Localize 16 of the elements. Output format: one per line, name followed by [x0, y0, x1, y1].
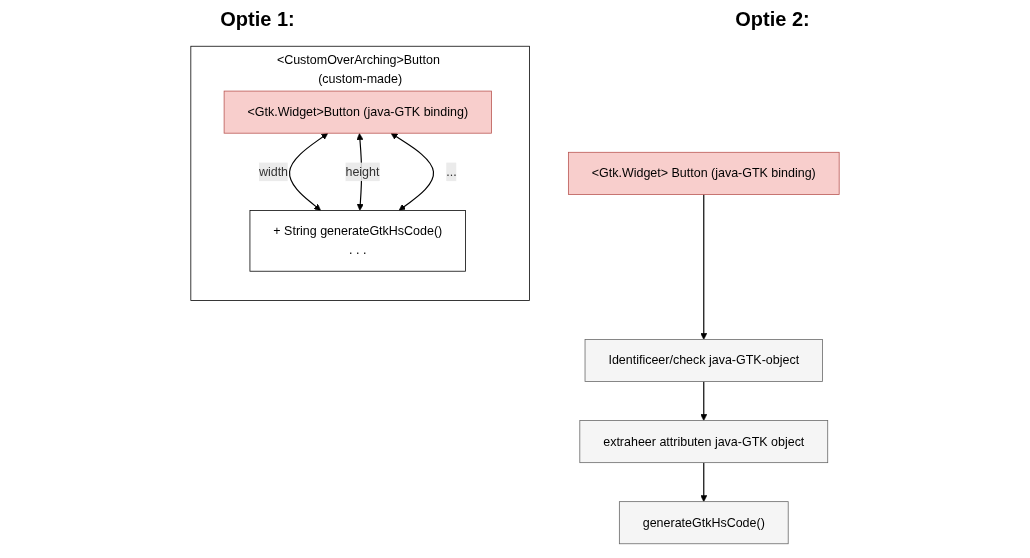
node-box: + String generateGtkHsCode() . . .: [249, 210, 466, 272]
arrow: [700, 193, 708, 340]
node-box: Identificeer/check java-GTK-object: [584, 339, 823, 382]
arrow: [700, 462, 708, 502]
node-box: <Gtk.Widget>Button (java-GTK binding): [223, 90, 492, 134]
node-box: extraheer attributen java-GTK object: [579, 420, 829, 464]
edge-label: width: [258, 164, 289, 179]
option-heading: Optie 1:: [220, 8, 295, 32]
edge-label: ...: [446, 164, 457, 179]
node-box: generateGtkHsCode(): [618, 501, 789, 545]
arrow: [390, 133, 435, 211]
edge-label: height: [345, 164, 380, 179]
node-box: <Gtk.Widget> Button (java-GTK binding): [568, 151, 840, 195]
arrow: [289, 133, 329, 211]
option-heading: Optie 2:: [735, 8, 810, 32]
arrow: [700, 380, 708, 421]
